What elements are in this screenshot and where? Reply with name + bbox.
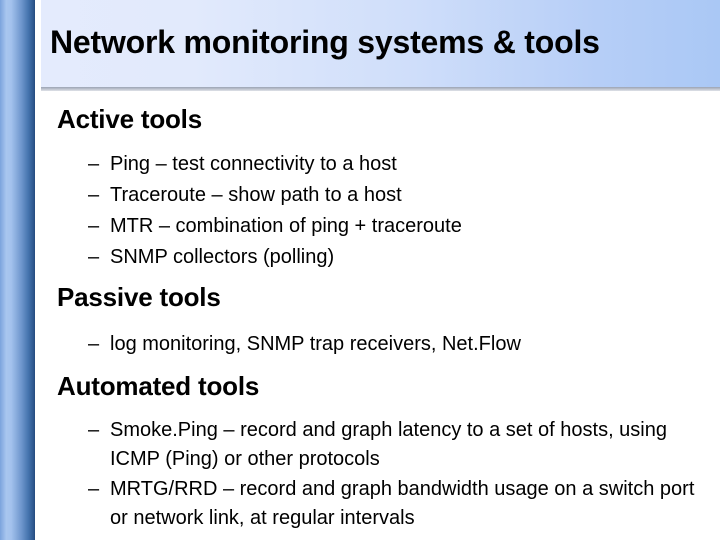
slide-title: Network monitoring systems & tools: [50, 24, 600, 60]
list-item-text: Traceroute – show path to a host: [110, 184, 402, 206]
section-heading-automated-tools: Automated tools: [57, 371, 260, 401]
list-item: – Smoke.Ping – record and graph latency …: [88, 416, 708, 473]
bullet-dash-icon: –: [88, 246, 100, 268]
list-item-text: MRTG/RRD – record and graph bandwidth us…: [110, 478, 700, 529]
list-item: – MRTG/RRD – record and graph bandwidth …: [88, 475, 708, 532]
list-item-text: Ping – test connectivity to a host: [110, 153, 397, 175]
title-bar-shadow: [41, 87, 720, 91]
list-item-text: SNMP collectors (polling): [110, 246, 335, 268]
list-item-text: log monitoring, SNMP trap receivers, Net…: [110, 333, 521, 355]
bullet-dash-icon: –: [88, 184, 100, 206]
bullet-dash-icon: –: [88, 478, 100, 500]
left-accent-bar: [0, 0, 35, 540]
list-item: – MTR – combination of ping + traceroute: [88, 212, 688, 241]
list-item-text: MTR – combination of ping + traceroute: [110, 215, 462, 237]
section-heading-passive-tools: Passive tools: [57, 282, 221, 312]
list-item: – SNMP collectors (polling): [88, 243, 688, 272]
list-item: – Traceroute – show path to a host: [88, 181, 688, 210]
list-item-text: Smoke.Ping – record and graph latency to…: [110, 419, 673, 470]
bullet-dash-icon: –: [88, 153, 100, 175]
list-item: – log monitoring, SNMP trap receivers, N…: [88, 330, 698, 359]
section-heading-active-tools: Active tools: [57, 104, 202, 134]
list-item: – Ping – test connectivity to a host: [88, 150, 688, 179]
bullet-dash-icon: –: [88, 419, 100, 441]
slide-body: Active tools – Ping – test connectivity …: [0, 91, 720, 540]
bullet-dash-icon: –: [88, 333, 100, 355]
title-bar: [41, 0, 720, 87]
bullet-dash-icon: –: [88, 215, 100, 237]
